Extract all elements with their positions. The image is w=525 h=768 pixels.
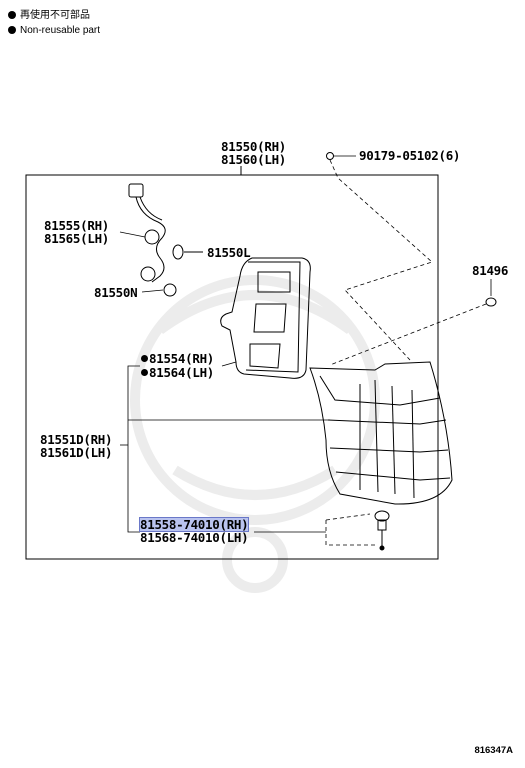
figure-code: 816347A <box>474 745 513 756</box>
tail-lamp-icon <box>309 361 453 505</box>
part-bulb-l[interactable]: 81550L <box>207 245 251 260</box>
legend-non-reusable-jp: 再使用不可部品 <box>8 10 90 22</box>
bulb-icon <box>163 244 203 297</box>
part-wire-rh[interactable]: 81555(RH) <box>44 218 110 233</box>
part-socket-lh[interactable]: 81568-74010(LH) <box>140 530 249 545</box>
legend-text-en: Non-reusable part <box>20 25 101 36</box>
screw-icon <box>326 152 356 160</box>
gasket-icon <box>220 257 311 379</box>
part-gasket-rh[interactable]: 81554(RH) <box>141 352 214 365</box>
part-socket-rh[interactable]: 81558-74010(RH) <box>138 517 250 532</box>
socket-icon <box>374 510 390 551</box>
clip-icon <box>485 279 497 307</box>
part-assy-rh[interactable]: 81550(RH) <box>221 139 287 154</box>
part-clip[interactable]: 81496 <box>472 263 509 278</box>
part-lens-rh[interactable]: 81551D(RH) <box>40 432 113 447</box>
part-assy-lh[interactable]: 81560(LH) <box>221 152 287 167</box>
part-lens-lh[interactable]: 81561D(LH) <box>40 445 113 460</box>
legend-non-reusable-en: Non-reusable part <box>8 25 100 37</box>
assembly-frame <box>25 174 439 560</box>
legend-text-jp: 再使用不可部品 <box>20 10 90 21</box>
part-gasket-lh[interactable]: 81564(LH) <box>141 366 214 379</box>
wire-harness-icon <box>128 183 166 283</box>
bullet-icon <box>8 11 16 19</box>
part-bulb-n[interactable]: 81550N <box>94 285 138 300</box>
non-reusable-bullet-icon <box>141 369 148 376</box>
part-screw[interactable]: 90179-05102(6) <box>359 148 461 163</box>
bullet-icon <box>8 26 16 34</box>
part-wire-lh[interactable]: 81565(LH) <box>44 231 110 246</box>
non-reusable-bullet-icon <box>141 355 148 362</box>
